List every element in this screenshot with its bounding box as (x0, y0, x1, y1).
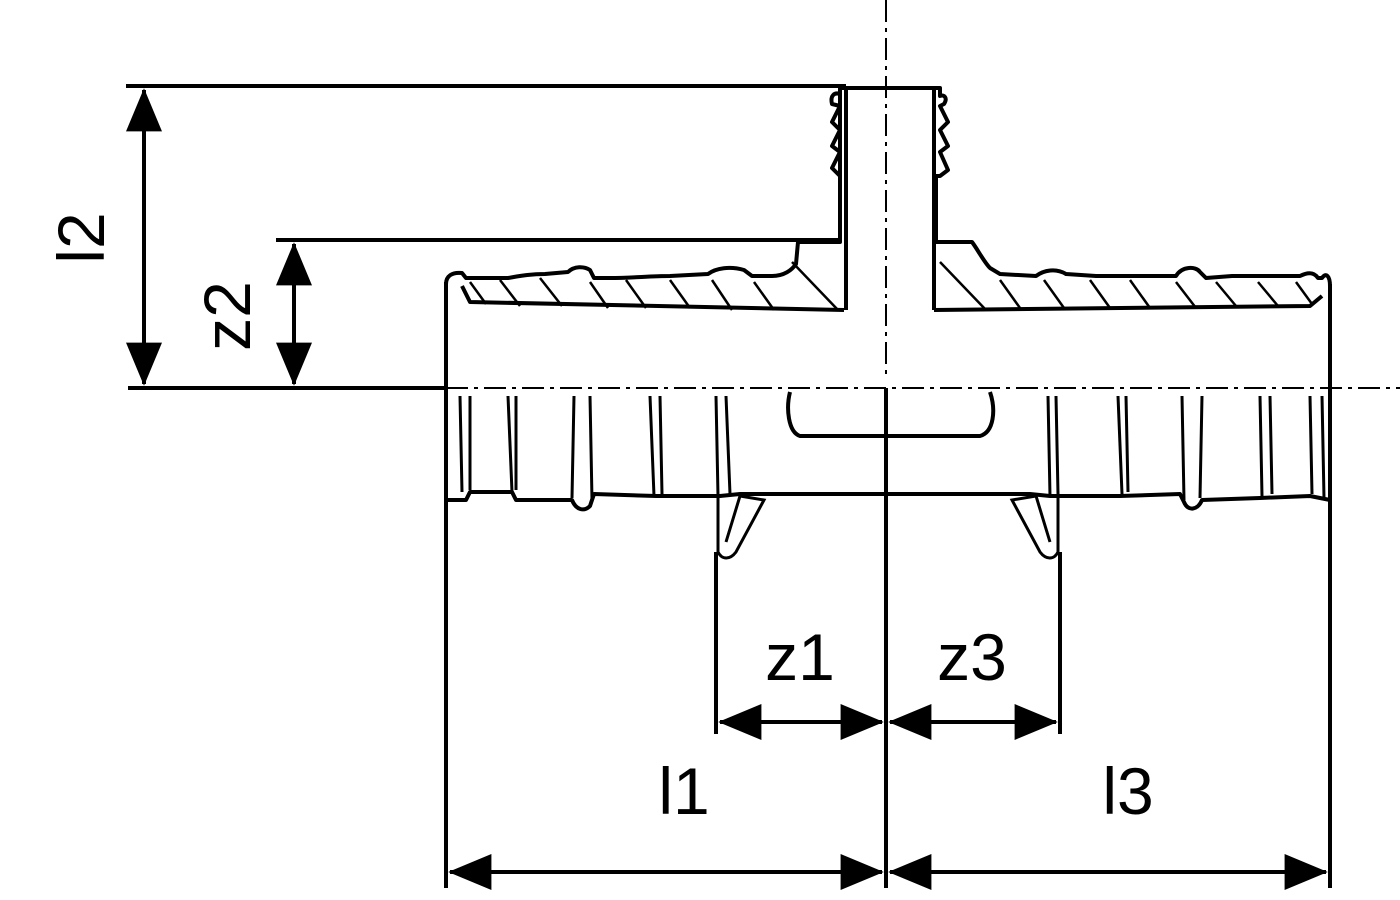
bore-line (460, 285, 1324, 312)
label-z2: z2 (190, 281, 264, 351)
center-lines (446, 0, 1400, 389)
extension-lines (126, 84, 1332, 888)
label-z1: z1 (765, 620, 835, 694)
label-l1: l1 (658, 754, 709, 828)
fitting-body (444, 86, 1332, 512)
insertion-stops (716, 494, 1060, 560)
dimension-lines (126, 88, 1328, 890)
ribs (458, 395, 1326, 501)
bottom-contour (446, 490, 1331, 512)
label-z3: z3 (937, 620, 1007, 694)
hatching (468, 261, 1314, 311)
top-outer-contour (444, 86, 1332, 287)
inner-channel (786, 391, 996, 438)
label-l3: l3 (1102, 754, 1153, 828)
label-l2: l2 (44, 212, 118, 263)
